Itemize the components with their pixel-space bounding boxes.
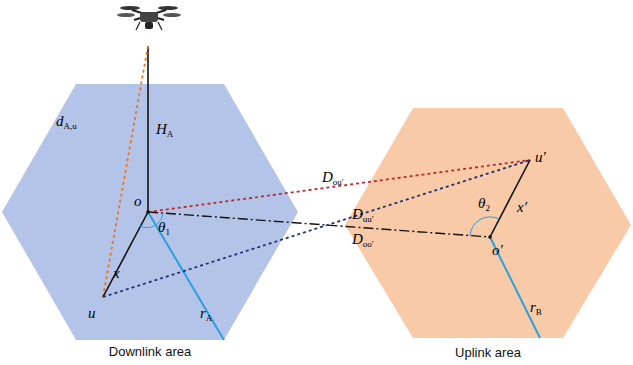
radius-line — [490, 160, 530, 237]
area-caption: Uplink area — [345, 345, 631, 360]
math-label: x — [113, 266, 120, 281]
math-label: x′ — [517, 200, 527, 215]
math-label: Doo′ — [352, 232, 374, 249]
uplink-hexagon — [345, 108, 631, 338]
radius-line — [490, 237, 540, 338]
area-caption: Downlink area — [2, 344, 298, 359]
math-label: θ1 — [158, 220, 170, 237]
distance-line — [103, 46, 148, 297]
math-label: dA,u — [56, 114, 77, 131]
radius-line — [103, 212, 148, 297]
math-label: rA — [200, 306, 212, 323]
height-line — [147, 46, 149, 212]
distance-line — [103, 160, 530, 297]
math-label: rB — [530, 300, 542, 317]
point — [146, 210, 150, 214]
area-region: Downlink area — [2, 84, 298, 340]
math-label: Dou′ — [322, 170, 344, 187]
area-region: Uplink area — [345, 108, 631, 338]
math-label: o′ — [492, 243, 503, 258]
math-label: u — [88, 306, 96, 321]
distance-line — [148, 212, 490, 237]
math-label: o — [134, 194, 142, 209]
math-label: HA — [156, 122, 173, 139]
drone-symbol — [117, 6, 181, 30]
angle-arc — [470, 217, 499, 236]
math-label: θ2 — [478, 196, 490, 213]
distance-line — [148, 160, 530, 212]
point — [488, 235, 492, 239]
math-label: u′ — [535, 150, 546, 165]
math-label: Duu′ — [352, 207, 374, 224]
radius-line — [148, 212, 224, 340]
